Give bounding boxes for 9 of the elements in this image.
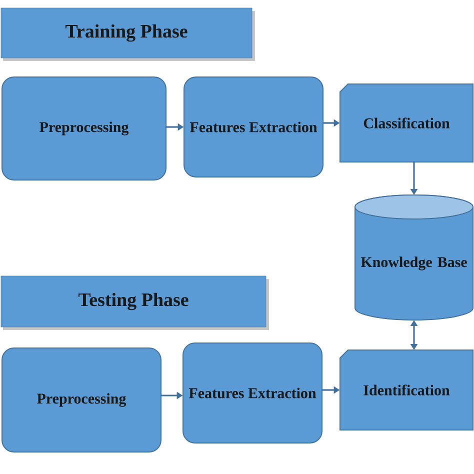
process-box: Features Extraction xyxy=(182,342,322,444)
process-box: Features Extraction xyxy=(184,76,324,178)
process-box: Preprocessing xyxy=(2,348,162,452)
process-box: Preprocessing xyxy=(2,76,166,180)
database-cylinder: Knowledge Base xyxy=(354,194,474,320)
phase-banner: Testing Phase xyxy=(0,276,269,330)
phase-banner: Training Phase xyxy=(0,8,255,61)
process-box: Classification xyxy=(340,84,474,162)
process-box: Identification xyxy=(340,350,474,430)
